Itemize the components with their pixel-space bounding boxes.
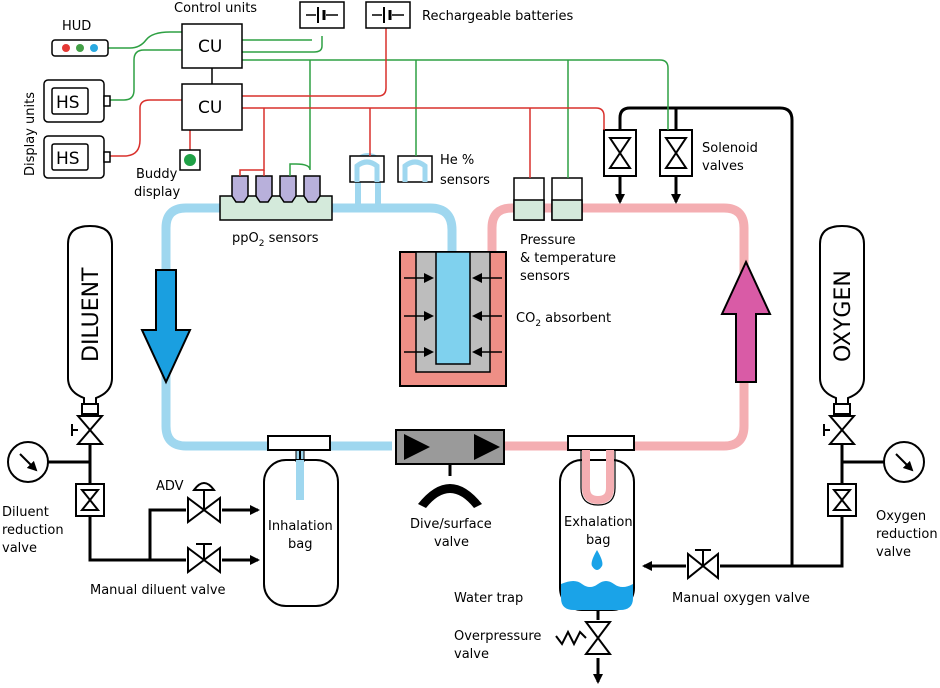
hs-2-label: HS — [56, 149, 80, 169]
diluent-label: DILUENT — [79, 267, 104, 362]
buddy-display-icon — [179, 149, 201, 171]
rechargeable-batteries-label: Rechargeable batteries — [422, 9, 573, 24]
diluent-reduction-valve[interactable] — [75, 483, 105, 517]
dive-surface-label-1: Dive/surface — [410, 517, 492, 532]
inhalation-bag-label-1: Inhalation — [268, 519, 333, 534]
diluent-reduction-label-3: valve — [2, 541, 37, 556]
he-sensors-label-1: He % — [440, 153, 474, 168]
control-unit-1 — [181, 23, 243, 69]
oxygen-reduction-label-2: reduction — [876, 527, 938, 542]
battery-2-icon — [365, 1, 411, 29]
diluent-cylinder — [67, 224, 113, 415]
inhale-flow-arrow — [140, 269, 192, 385]
dive-surface-valve — [395, 429, 505, 508]
inhale-loop-pipe — [161, 203, 457, 451]
cu-1-label: CU — [198, 37, 222, 57]
exhale-loop-pipe — [487, 203, 749, 451]
battery-1-icon — [299, 1, 345, 29]
he-sensors-label-2: sensors — [440, 173, 490, 188]
dive-surface-label-2: valve — [434, 535, 469, 550]
solenoid-valve-2[interactable] — [659, 129, 693, 177]
pressure-sensors-label-2: & temperature — [520, 251, 616, 266]
oxygen-reduction-label-1: Oxygen — [876, 509, 926, 524]
oxygen-reduction-label-3: valve — [876, 545, 911, 560]
diluent-reduction-label-2: reduction — [2, 523, 64, 538]
manual-oxygen-valve-icon[interactable] — [687, 549, 719, 581]
solenoid-valves-label-1: Solenoid — [702, 141, 758, 156]
manual-diluent-valve-label: Manual diluent valve — [90, 583, 226, 598]
control-units-label: Control units — [174, 1, 257, 16]
gas-lines — [40, 106, 892, 684]
diluent-cylinder-valve[interactable] — [71, 415, 105, 445]
inhalation-bag — [263, 435, 339, 607]
solenoid-valves-label-2: valves — [702, 159, 744, 174]
solenoid-valve-1[interactable] — [603, 129, 637, 177]
display-unit-2 — [43, 135, 111, 179]
ppo2-sensors-label: ppO2 sensors — [232, 231, 319, 249]
control-unit-2 — [181, 83, 243, 131]
exhalation-bag — [559, 435, 635, 611]
adv-valve[interactable] — [187, 482, 221, 524]
buddy-display-label-1: Buddy — [136, 167, 178, 182]
hud-label: HUD — [62, 19, 91, 34]
hud-unit — [51, 39, 109, 57]
exhalation-bag-label-2: bag — [586, 533, 610, 548]
manual-diluent-valve-icon[interactable] — [187, 543, 221, 574]
oxygen-cylinder — [819, 224, 865, 415]
co2-absorbent-label: CO2 absorbent — [516, 311, 611, 329]
manual-oxygen-valve-label: Manual oxygen valve — [672, 591, 810, 606]
inhalation-bag-label-2: bag — [288, 537, 312, 552]
display-units-label: Display units — [23, 92, 38, 176]
adv-label: ADV — [156, 479, 184, 494]
co2-absorbent-canister — [399, 251, 507, 387]
exhale-flow-arrow — [720, 259, 772, 383]
exhalation-bag-label-1: Exhalation — [564, 515, 633, 530]
signal-wiring — [108, 28, 669, 178]
oxygen-pressure-gauge-icon — [883, 441, 925, 483]
hs-1-label: HS — [56, 93, 80, 113]
cu-2-label: CU — [198, 98, 222, 118]
water-drop-icon — [591, 550, 603, 570]
oxygen-label: OXYGEN — [831, 270, 856, 362]
he-sensors — [349, 152, 433, 208]
oxygen-cylinder-valve[interactable] — [823, 415, 857, 445]
overpressure-valve-label-2: valve — [454, 647, 489, 662]
overpressure-valve-icon[interactable] — [555, 621, 612, 655]
pressure-sensors-label-1: Pressure — [520, 233, 576, 248]
diluent-reduction-label-1: Diluent — [2, 505, 49, 520]
oxygen-reduction-valve[interactable] — [827, 483, 857, 517]
display-unit-1 — [43, 79, 111, 123]
overpressure-valve-label-1: Overpressure — [454, 629, 541, 644]
water-trap-label: Water trap — [454, 591, 523, 606]
pressure-temperature-sensors — [513, 177, 583, 221]
diluent-pressure-gauge-icon — [7, 441, 49, 483]
buddy-display-label-2: display — [134, 185, 180, 200]
pressure-sensors-label-3: sensors — [520, 269, 570, 284]
ppo2-sensor-block — [219, 175, 333, 221]
